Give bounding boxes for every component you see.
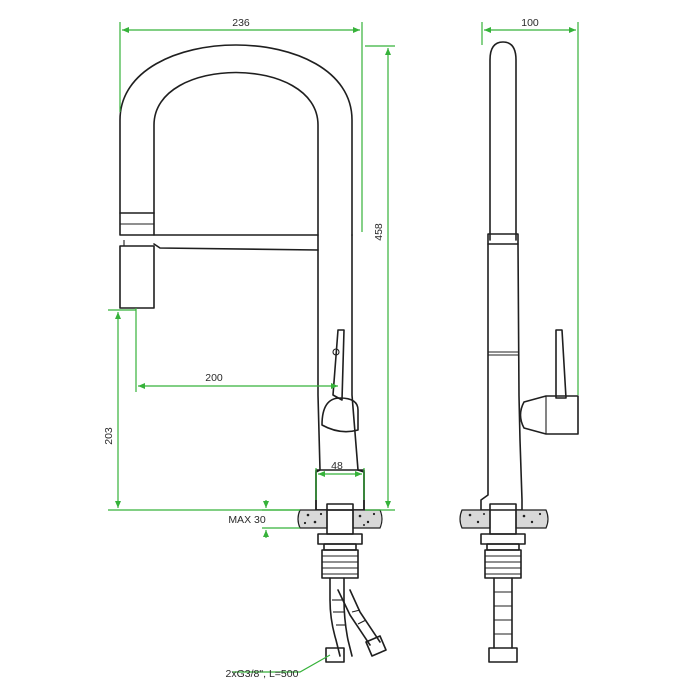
gooseneck-inner — [153, 71, 319, 236]
dimension-lines — [108, 22, 579, 673]
holder-arm — [153, 234, 319, 251]
label-100: 100 — [521, 17, 539, 29]
side-lever-body — [519, 395, 579, 435]
hose-left — [329, 577, 341, 657]
dimension-labels: 236 100 458 203 200 48 MAX 30 2xG3/8", L… — [103, 17, 539, 680]
hose-nut-left — [325, 647, 345, 663]
label-48: 48 — [331, 460, 343, 472]
spray-head — [119, 245, 155, 309]
side-hose — [493, 577, 513, 649]
side-hose-nut — [488, 647, 518, 663]
lever-dome — [321, 397, 359, 433]
side-mounting-nut — [480, 533, 526, 545]
lever — [332, 329, 345, 401]
worktop-left — [297, 509, 328, 529]
label-203: 203 — [103, 427, 115, 445]
label-458: 458 — [373, 223, 385, 241]
side-lever — [555, 329, 567, 399]
side-holder-ring — [487, 233, 519, 245]
threaded-shank — [321, 549, 359, 579]
hose-leader — [232, 654, 331, 673]
side-view — [459, 41, 579, 663]
label-200: 200 — [205, 372, 223, 384]
side-body — [480, 243, 523, 511]
worktop-right — [352, 509, 383, 529]
gooseneck-outer — [119, 44, 353, 236]
label-hoses: 2xG3/8", L=500 — [226, 668, 299, 680]
hose-right — [337, 589, 371, 646]
side-spout-tube — [489, 41, 517, 241]
mounting-nut — [317, 533, 363, 545]
front-view — [119, 44, 387, 663]
label-236: 236 — [232, 17, 250, 29]
hose-nut-right — [365, 635, 387, 657]
label-max-30: MAX 30 — [228, 514, 266, 526]
